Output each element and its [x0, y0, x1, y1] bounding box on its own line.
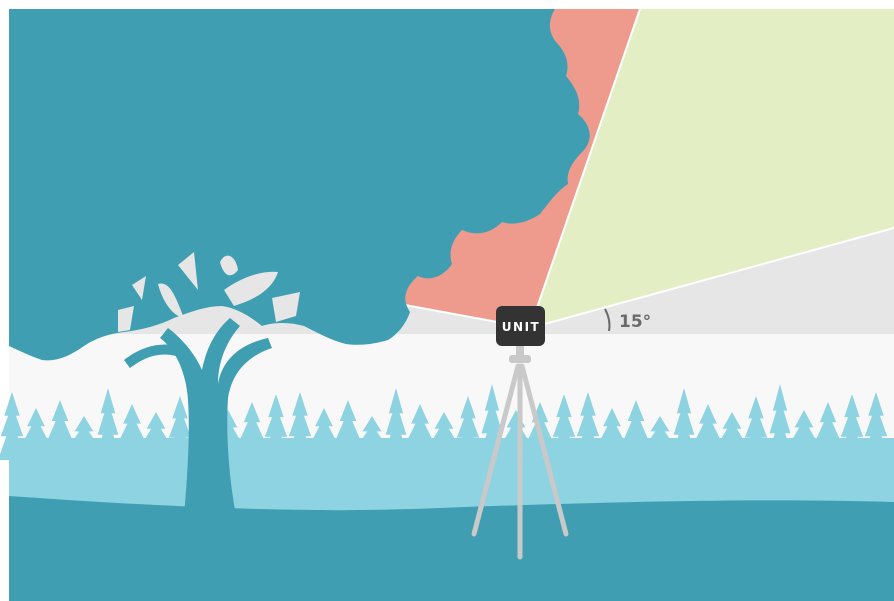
ground	[9, 496, 894, 601]
tripod-post	[516, 345, 524, 357]
unit-label: UNIT	[502, 320, 540, 334]
angle-label: 15°	[619, 312, 651, 332]
measuring-unit: UNIT	[496, 306, 545, 346]
diagram-frame: UNIT 15°	[0, 9, 894, 601]
